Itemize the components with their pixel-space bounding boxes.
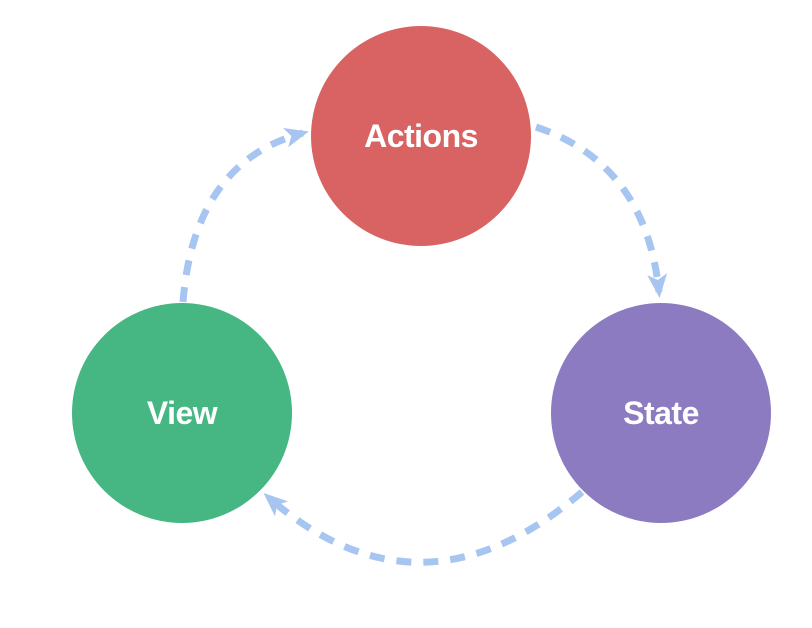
edge-view-to-actions [179,127,309,303]
node-actions-circle [311,26,531,246]
node-state-label: State [623,395,699,431]
node-view-circle [72,303,292,523]
edge-actions-to-state [534,123,668,298]
node-view: View [72,303,292,523]
edge-state-to-view [263,489,585,566]
node-actions-label: Actions [364,118,478,154]
node-view-label: View [147,395,218,431]
node-actions: Actions [311,26,531,246]
node-state-circle [551,303,771,523]
node-state: State [551,303,771,523]
